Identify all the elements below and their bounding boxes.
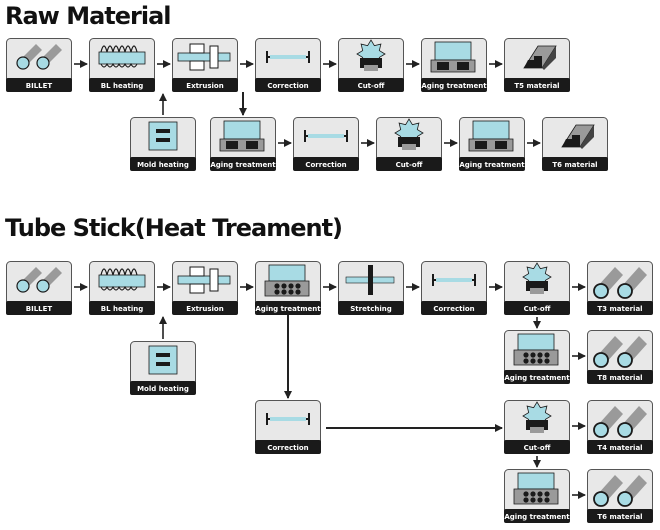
process-step-label: Correction — [267, 444, 308, 452]
straightening-bar-icon — [432, 274, 476, 286]
process-step-label: Aging treatment — [210, 161, 276, 169]
process-step-t-t6: T6 material — [587, 469, 653, 523]
tube-profile-icon — [593, 406, 647, 438]
process-step-r1-billet: BILLET — [6, 38, 72, 92]
process-step-t-cut: Cut-off — [504, 261, 570, 315]
saw-blade-icon — [522, 262, 552, 294]
process-step-label: Cut-off — [396, 161, 423, 169]
coil-heating-icon — [98, 268, 146, 291]
aging-oven-icon — [430, 41, 476, 73]
process-step-t-age3: Aging treatment — [504, 469, 570, 523]
angle-profile-icon — [523, 45, 557, 70]
process-step-label: BILLET — [26, 305, 53, 313]
straightening-bar-icon — [304, 130, 348, 142]
process-step-t-age2: Aging treatment — [504, 330, 570, 384]
process-step-label: Stretching — [350, 305, 391, 313]
process-step-label: T3 material — [597, 305, 642, 313]
process-step-label: T6 material — [552, 161, 597, 169]
section-title-raw-material: Raw Material — [5, 2, 172, 30]
mold-heater-icon — [148, 121, 178, 151]
process-step-t-corr2: Correction — [255, 400, 321, 454]
process-step-label: BL heating — [101, 305, 143, 313]
aging-oven-icon — [468, 120, 514, 152]
process-step-label: Extrusion — [186, 305, 223, 313]
process-step-label: Aging treatment — [459, 161, 525, 169]
aging-oven-icon — [219, 120, 265, 152]
extrusion-press-icon — [177, 43, 231, 71]
process-step-t-mold: Mold heating — [130, 341, 196, 395]
coil-heating-icon — [98, 45, 146, 68]
tube-profile-icon — [593, 336, 647, 368]
process-step-t-billet: BILLET — [6, 261, 72, 315]
process-step-label: Mold heating — [137, 385, 189, 393]
process-step-label: Cut-off — [358, 82, 385, 90]
tube-profile-icon — [593, 475, 647, 507]
billet-icon — [16, 44, 62, 70]
process-step-t-extr: Extrusion — [172, 261, 238, 315]
process-step-r1-heat: BL heating — [89, 38, 155, 92]
process-step-r1-cut: Cut-off — [338, 38, 404, 92]
process-step-t-t4: T4 material — [587, 400, 653, 454]
process-step-t-age: Aging treatment — [255, 261, 321, 315]
stretching-icon — [345, 265, 395, 295]
mold-heater-icon — [148, 345, 178, 375]
tube-profile-icon — [593, 267, 647, 299]
process-step-t-corr: Correction — [421, 261, 487, 315]
straightening-bar-icon — [266, 51, 310, 63]
process-step-r1-t5: T5 material — [504, 38, 570, 92]
process-step-label: T5 material — [514, 82, 559, 90]
process-step-label: Correction — [267, 82, 308, 90]
section-title-tube-stick: Tube Stick(Heat Treament) — [5, 214, 343, 242]
process-step-label: BL heating — [101, 82, 143, 90]
process-step-r2-t6: T6 material — [542, 117, 608, 171]
aging-oven-balls-icon — [513, 333, 559, 366]
straightening-bar-icon — [266, 413, 310, 425]
process-step-t-heat: BL heating — [89, 261, 155, 315]
process-step-label: T4 material — [597, 444, 642, 452]
angle-profile-icon — [561, 124, 595, 149]
process-step-r2-cut: Cut-off — [376, 117, 442, 171]
process-step-t-t3: T3 material — [587, 261, 653, 315]
process-step-label: Cut-off — [524, 444, 551, 452]
aging-oven-balls-icon — [264, 264, 310, 297]
process-step-label: Mold heating — [137, 161, 189, 169]
process-step-label: Aging treatment — [255, 305, 321, 313]
process-step-label: Aging treatment — [421, 82, 487, 90]
process-step-t-stretch: Stretching — [338, 261, 404, 315]
process-step-t-t8: T8 material — [587, 330, 653, 384]
process-step-r2-age: Aging treatment — [210, 117, 276, 171]
saw-blade-icon — [522, 401, 552, 433]
process-step-r1-corr: Correction — [255, 38, 321, 92]
process-step-label: Extrusion — [186, 82, 223, 90]
process-step-label: Correction — [433, 305, 474, 313]
aging-oven-balls-icon — [513, 472, 559, 505]
process-step-r2-age2: Aging treatment — [459, 117, 525, 171]
process-step-r1-age: Aging treatment — [421, 38, 487, 92]
process-step-label: Aging treatment — [504, 513, 570, 521]
process-step-r1-mold: Mold heating — [130, 117, 196, 171]
process-step-label: Aging treatment — [504, 374, 570, 382]
process-step-label: Correction — [305, 161, 346, 169]
process-step-r2-corr: Correction — [293, 117, 359, 171]
process-step-label: BILLET — [26, 82, 53, 90]
saw-blade-icon — [356, 39, 386, 71]
billet-icon — [16, 267, 62, 293]
process-step-r1-extr: Extrusion — [172, 38, 238, 92]
process-step-t-cut2: Cut-off — [504, 400, 570, 454]
saw-blade-icon — [394, 118, 424, 150]
process-step-label: T8 material — [597, 374, 642, 382]
extrusion-press-icon — [177, 266, 231, 294]
process-step-label: T6 material — [597, 513, 642, 521]
process-step-label: Cut-off — [524, 305, 551, 313]
